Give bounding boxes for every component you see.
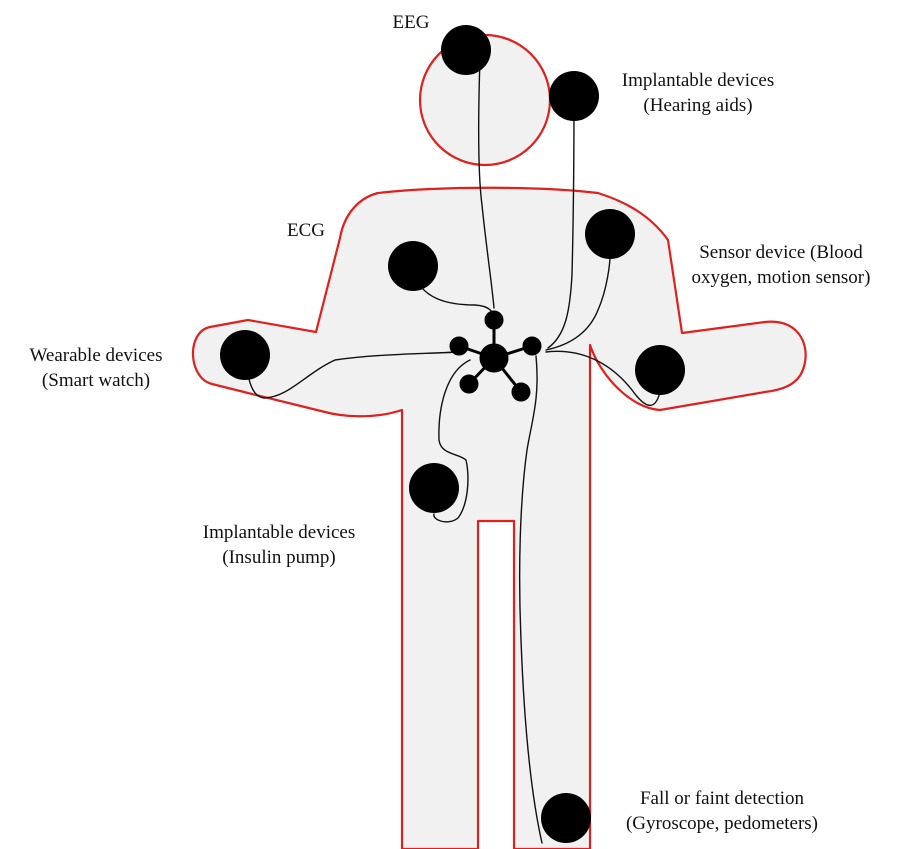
label-eeg: EEG [380,10,442,35]
label-insulin-pump: Implantable devices (Insulin pump) [186,520,372,570]
smart-watch-sensor-icon [220,330,270,380]
eeg-sensor-icon [441,25,491,75]
label-insulin-pump-line1: Implantable devices [186,520,372,545]
label-ecg-text: ECG [276,218,336,243]
label-fall-detection-line2: (Gyroscope, pedometers) [612,811,832,836]
label-sensor-device: Sensor device (Blood oxygen, motion sens… [676,240,886,290]
label-ecg: ECG [276,218,336,243]
label-wearable-devices-line2: (Smart watch) [6,368,186,393]
label-fall-detection: Fall or faint detection (Gyroscope, pedo… [612,786,832,836]
label-hearing-aids: Implantable devices (Hearing aids) [606,68,790,118]
label-wearable-devices-line1: Wearable devices [6,343,186,368]
ecg-sensor-icon [388,241,438,291]
label-hearing-aids-line2: (Hearing aids) [606,93,790,118]
sensor-device-icon [585,209,635,259]
label-insulin-pump-line2: (Insulin pump) [186,545,372,570]
label-wearable-devices: Wearable devices (Smart watch) [6,343,186,393]
insulin-pump-sensor-icon [409,463,459,513]
fall-detection-sensor-icon [541,793,591,843]
label-hearing-aids-line1: Implantable devices [606,68,790,93]
right-arm-sensor-icon [635,345,685,395]
label-sensor-device-line2: oxygen, motion sensor) [676,265,886,290]
hearing-aid-sensor-icon [549,71,599,121]
label-fall-detection-line1: Fall or faint detection [612,786,832,811]
label-eeg-text: EEG [380,10,442,35]
label-sensor-device-line1: Sensor device (Blood [676,240,886,265]
